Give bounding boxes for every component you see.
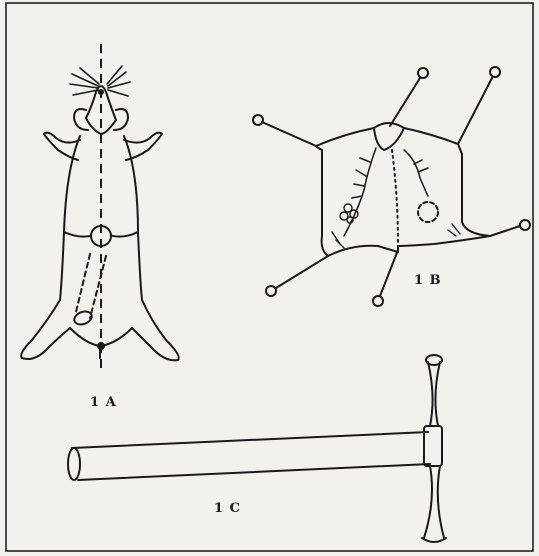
tool-shaft xyxy=(72,432,430,480)
pin-head-top-right xyxy=(490,67,500,77)
mouse-left-hindlimb xyxy=(21,300,70,359)
panel-label-1a: 1 A xyxy=(90,395,117,410)
panel-label-1b: 1 B xyxy=(414,273,442,288)
right-dashed-node-circle xyxy=(418,202,438,222)
mouse-left-forelimb xyxy=(44,133,80,160)
pin-right xyxy=(490,226,520,236)
mouse-right-hindlimb xyxy=(132,300,179,360)
pin-head-top-center xyxy=(418,68,428,78)
pin-top-right xyxy=(458,78,492,144)
pin-head-bottom-center xyxy=(373,296,383,306)
right-corner-vessel xyxy=(448,224,460,236)
pin-top-center xyxy=(390,78,420,126)
tool-crossbar-top xyxy=(426,355,442,365)
tool-crossbar-bottom xyxy=(422,538,446,542)
panel-1b-skin-flap-illustration xyxy=(253,67,530,306)
pin-head-bottom-left xyxy=(266,286,276,296)
panel-1a-mouse-illustration xyxy=(21,66,179,360)
skin-midline-dotted xyxy=(392,150,398,244)
pins-group xyxy=(253,67,530,306)
skin-flap-outline xyxy=(316,123,490,256)
tool-shaft-end xyxy=(68,448,80,480)
pin-top-left xyxy=(262,122,316,146)
panel-label-1c: 1 C xyxy=(214,501,241,516)
right-vessel-tree xyxy=(404,150,428,196)
left-corner-vessel xyxy=(332,232,344,248)
skin-center-top xyxy=(374,128,404,150)
pin-head-right xyxy=(520,220,530,230)
panel-1c-t-handle-illustration xyxy=(68,355,446,542)
pin-bottom-center xyxy=(380,250,398,296)
pin-head-top-left xyxy=(253,115,263,125)
pin-bottom-left xyxy=(276,256,328,288)
